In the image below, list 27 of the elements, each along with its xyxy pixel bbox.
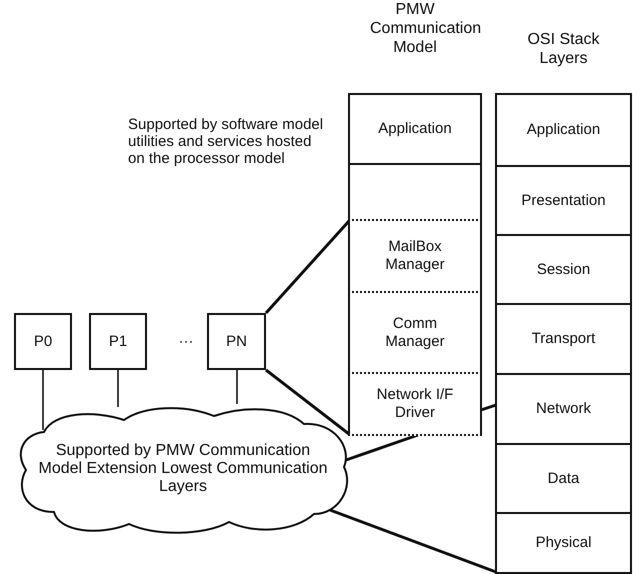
- note-text: Supported by software model utilities and services hosted on the processor model: [128, 116, 324, 167]
- connector-line: [117, 370, 119, 407]
- layer-box: [348, 163, 482, 221]
- layer-box: MailBox Manager: [348, 219, 482, 293]
- layer-box: Session: [495, 234, 632, 305]
- layer-box: Presentation: [495, 165, 632, 236]
- connector-line: [346, 434, 418, 462]
- layer-box: Transport: [495, 303, 632, 375]
- layer-box: Application: [495, 93, 632, 167]
- layer-box: Physical: [495, 512, 632, 574]
- layer-box: Application: [348, 93, 482, 165]
- connector-line: [42, 370, 44, 430]
- layer-box: Comm Manager: [348, 291, 482, 374]
- processor-box: PN: [207, 313, 266, 370]
- layer-box: Data: [495, 443, 632, 514]
- processor-box: P1: [89, 313, 147, 370]
- connector-line: [265, 368, 350, 436]
- column-heading: PMW Communication Model: [369, 0, 482, 57]
- ellipsis-mark: ···: [178, 333, 194, 350]
- connector-line: [480, 404, 496, 412]
- layer-box: Network: [495, 373, 632, 445]
- processor-box: P0: [14, 313, 72, 370]
- connector-line: [264, 220, 350, 314]
- connector-line: [236, 370, 238, 404]
- connector-line: [329, 508, 497, 574]
- column-heading: OSI Stack Layers: [526, 30, 601, 68]
- layer-box: Network I/F Driver: [348, 372, 482, 436]
